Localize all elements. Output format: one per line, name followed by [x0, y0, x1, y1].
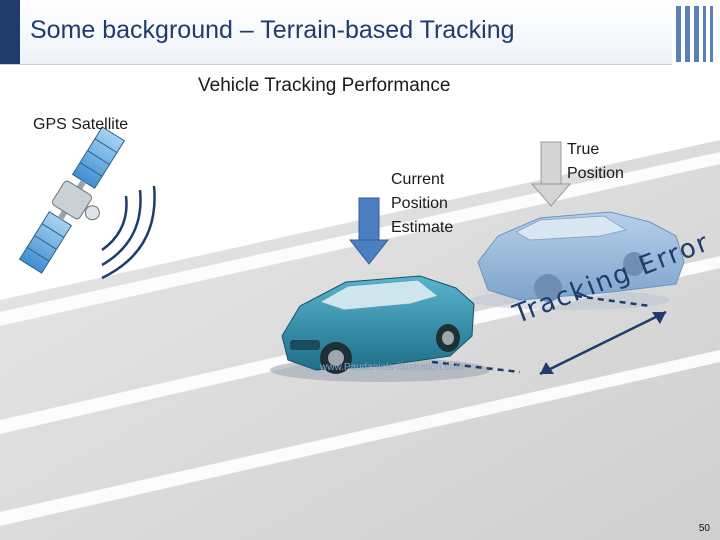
title-bar: Some background – Terrain-based Tracking — [0, 0, 672, 65]
gps-satellite-label: GPS Satellite — [33, 116, 129, 133]
road-marking — [0, 350, 720, 526]
tracking-error-line — [431, 294, 667, 376]
car-ghost-icon — [470, 211, 685, 310]
slide-subtitle: Vehicle Tracking Performance — [198, 75, 451, 96]
current-estimate-label: Current Position Estimate — [391, 171, 454, 236]
title-accent-bar — [0, 0, 20, 64]
true-position-label: True Position — [567, 141, 624, 182]
down-arrow-icon — [348, 197, 390, 265]
car-icon — [270, 275, 490, 382]
watermark: www.Paudaniels-illustration.com — [320, 362, 464, 373]
decorative-bars — [676, 6, 716, 62]
satellite-icon — [18, 126, 126, 274]
signal-waves-icon — [101, 185, 156, 280]
slide-title: Some background – Terrain-based Tracking — [30, 16, 515, 44]
page-number: 50 — [698, 523, 710, 534]
down-arrow-outline-icon — [530, 141, 572, 207]
